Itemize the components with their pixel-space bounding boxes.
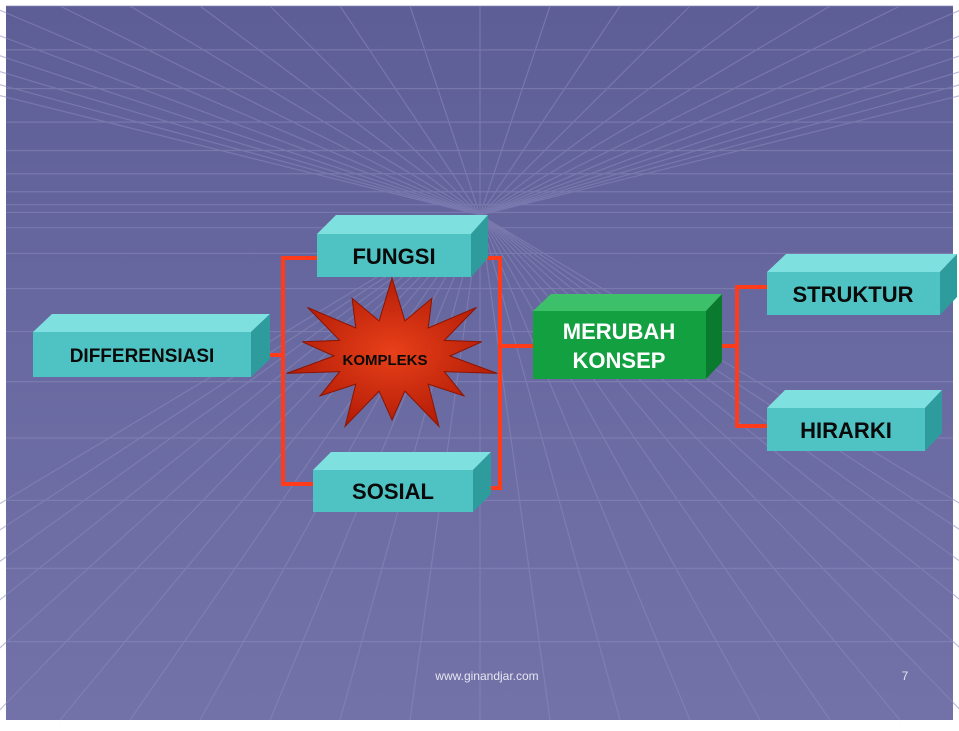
node-merubah-label-line2: KONSEP (573, 348, 666, 373)
node-struktur: STRUKTUR (767, 254, 957, 315)
node-struktur-label: STRUKTUR (793, 282, 914, 307)
node-kompleks: KOMPLEKS (286, 276, 498, 428)
node-fungsi: FUNGSI (317, 215, 488, 277)
node-merubah-konsep: MERUBAH KONSEP (533, 294, 722, 379)
node-sosial-label: SOSIAL (352, 479, 434, 504)
slide-number: 7 (902, 669, 909, 683)
node-differensiasi: DIFFERENSIASI (33, 314, 270, 377)
bracket-struktur-hirarki (735, 285, 767, 428)
footer-url: www.ginandjar.com (434, 669, 538, 683)
kompleks-starburst (286, 276, 498, 428)
node-sosial: SOSIAL (313, 452, 491, 512)
node-hirarki: HIRARKI (767, 390, 942, 451)
node-hirarki-label: HIRARKI (800, 418, 892, 443)
node-kompleks-label: KOMPLEKS (342, 352, 427, 369)
node-merubah-label-line1: MERUBAH (563, 319, 675, 344)
node-differensiasi-label: DIFFERENSIASI (70, 346, 215, 367)
node-fungsi-label: FUNGSI (352, 244, 435, 269)
bracket-left (281, 256, 317, 486)
